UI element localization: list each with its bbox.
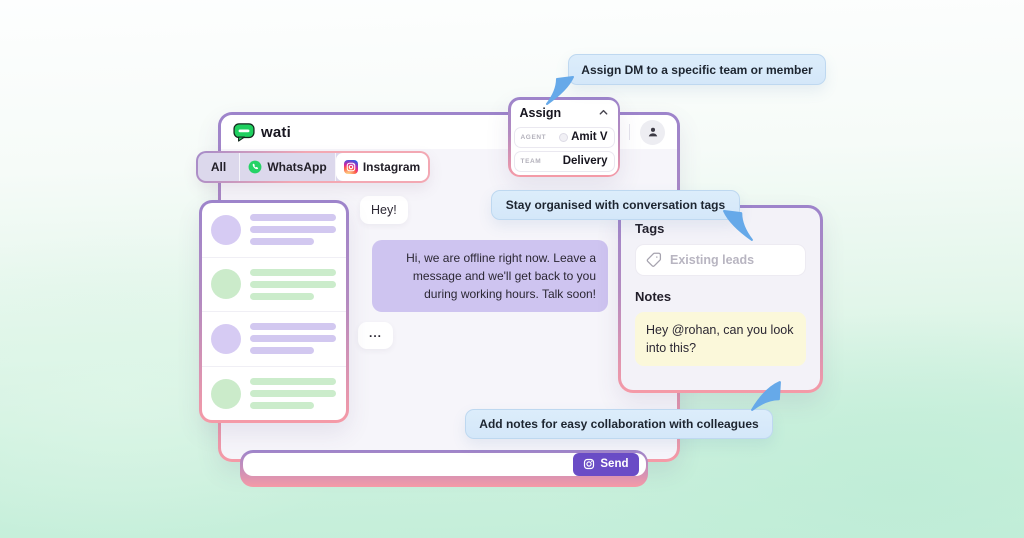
- tab-whatsapp-label: WhatsApp: [267, 160, 327, 174]
- skeleton-lines: [250, 323, 337, 355]
- tab-instagram[interactable]: Instagram: [336, 153, 428, 181]
- agent-value: Amit V: [571, 131, 608, 143]
- list-item[interactable]: [202, 258, 346, 312]
- person-icon: [648, 127, 657, 137]
- list-item[interactable]: [202, 312, 346, 367]
- avatar: [211, 214, 241, 245]
- profile-button[interactable]: [640, 119, 665, 145]
- callout-tags: Stay organised with conversation tags: [491, 190, 740, 220]
- chat-list: [202, 203, 346, 420]
- tags-label: Tags: [635, 221, 665, 236]
- skeleton-lines: [250, 378, 337, 410]
- assign-agent-option[interactable]: AGENT Amit V: [513, 126, 615, 148]
- message-composer[interactable]: Send: [240, 450, 648, 487]
- assign-header[interactable]: Assign: [514, 103, 615, 124]
- agent-avatar: [559, 132, 569, 142]
- send-button[interactable]: Send: [573, 452, 639, 476]
- arrow-to-tags-icon: [722, 210, 754, 242]
- assign-team-option[interactable]: TEAM Delivery: [513, 150, 615, 172]
- note-card[interactable]: Hey @rohan, can you look into this?: [635, 312, 806, 367]
- whatsapp-icon: [248, 160, 262, 174]
- tag-placeholder: Existing leads: [670, 253, 755, 267]
- tags-notes-panel: Tags Existing leads Notes Hey @rohan, ca…: [618, 205, 823, 393]
- wati-bubble-icon: [233, 122, 255, 142]
- list-item[interactable]: [202, 203, 346, 258]
- assign-dropdown: Assign AGENT Amit V TEAM Delivery: [508, 97, 620, 177]
- instagram-icon: [343, 160, 358, 174]
- list-item[interactable]: [202, 367, 346, 421]
- arrow-to-notes-icon: [750, 380, 782, 412]
- arrow-to-assign-icon: [545, 76, 575, 106]
- team-label: TEAM: [520, 157, 542, 165]
- team-value: Delivery: [562, 155, 608, 167]
- wati-logo: wati: [233, 122, 291, 142]
- tag-input[interactable]: Existing leads: [635, 244, 806, 276]
- typing-indicator-bubble: ...: [358, 322, 394, 349]
- brand-name: wati: [261, 123, 291, 141]
- callout-assign: Assign DM to a specific team or member: [568, 54, 826, 85]
- callout-notes: Add notes for easy collaboration with co…: [465, 409, 773, 439]
- tab-all-label: All: [210, 160, 227, 174]
- channel-tabs: All WhatsApp Instagram: [196, 151, 430, 183]
- topbar-divider: [629, 124, 630, 140]
- agent-label: AGENT: [520, 133, 547, 141]
- send-label: Send: [600, 458, 629, 470]
- assign-title: Assign: [519, 105, 562, 120]
- chevron-up-icon: [599, 109, 607, 115]
- incoming-message-bubble: Hey!: [360, 196, 408, 224]
- instagram-send-icon: [584, 458, 595, 470]
- tag-icon: [646, 252, 662, 267]
- skeleton-lines: [250, 214, 337, 246]
- notes-label: Notes: [635, 289, 672, 304]
- tab-instagram-label: Instagram: [362, 160, 421, 174]
- conversation-sidebar: [199, 200, 349, 423]
- tab-all[interactable]: All: [198, 153, 240, 181]
- avatar: [211, 378, 241, 409]
- tab-whatsapp[interactable]: WhatsApp: [240, 153, 336, 181]
- avatar: [211, 323, 241, 354]
- skeleton-lines: [250, 268, 337, 300]
- auto-reply-bubble: Hi, we are offline right now. Leave a me…: [372, 240, 608, 312]
- avatar: [211, 269, 241, 300]
